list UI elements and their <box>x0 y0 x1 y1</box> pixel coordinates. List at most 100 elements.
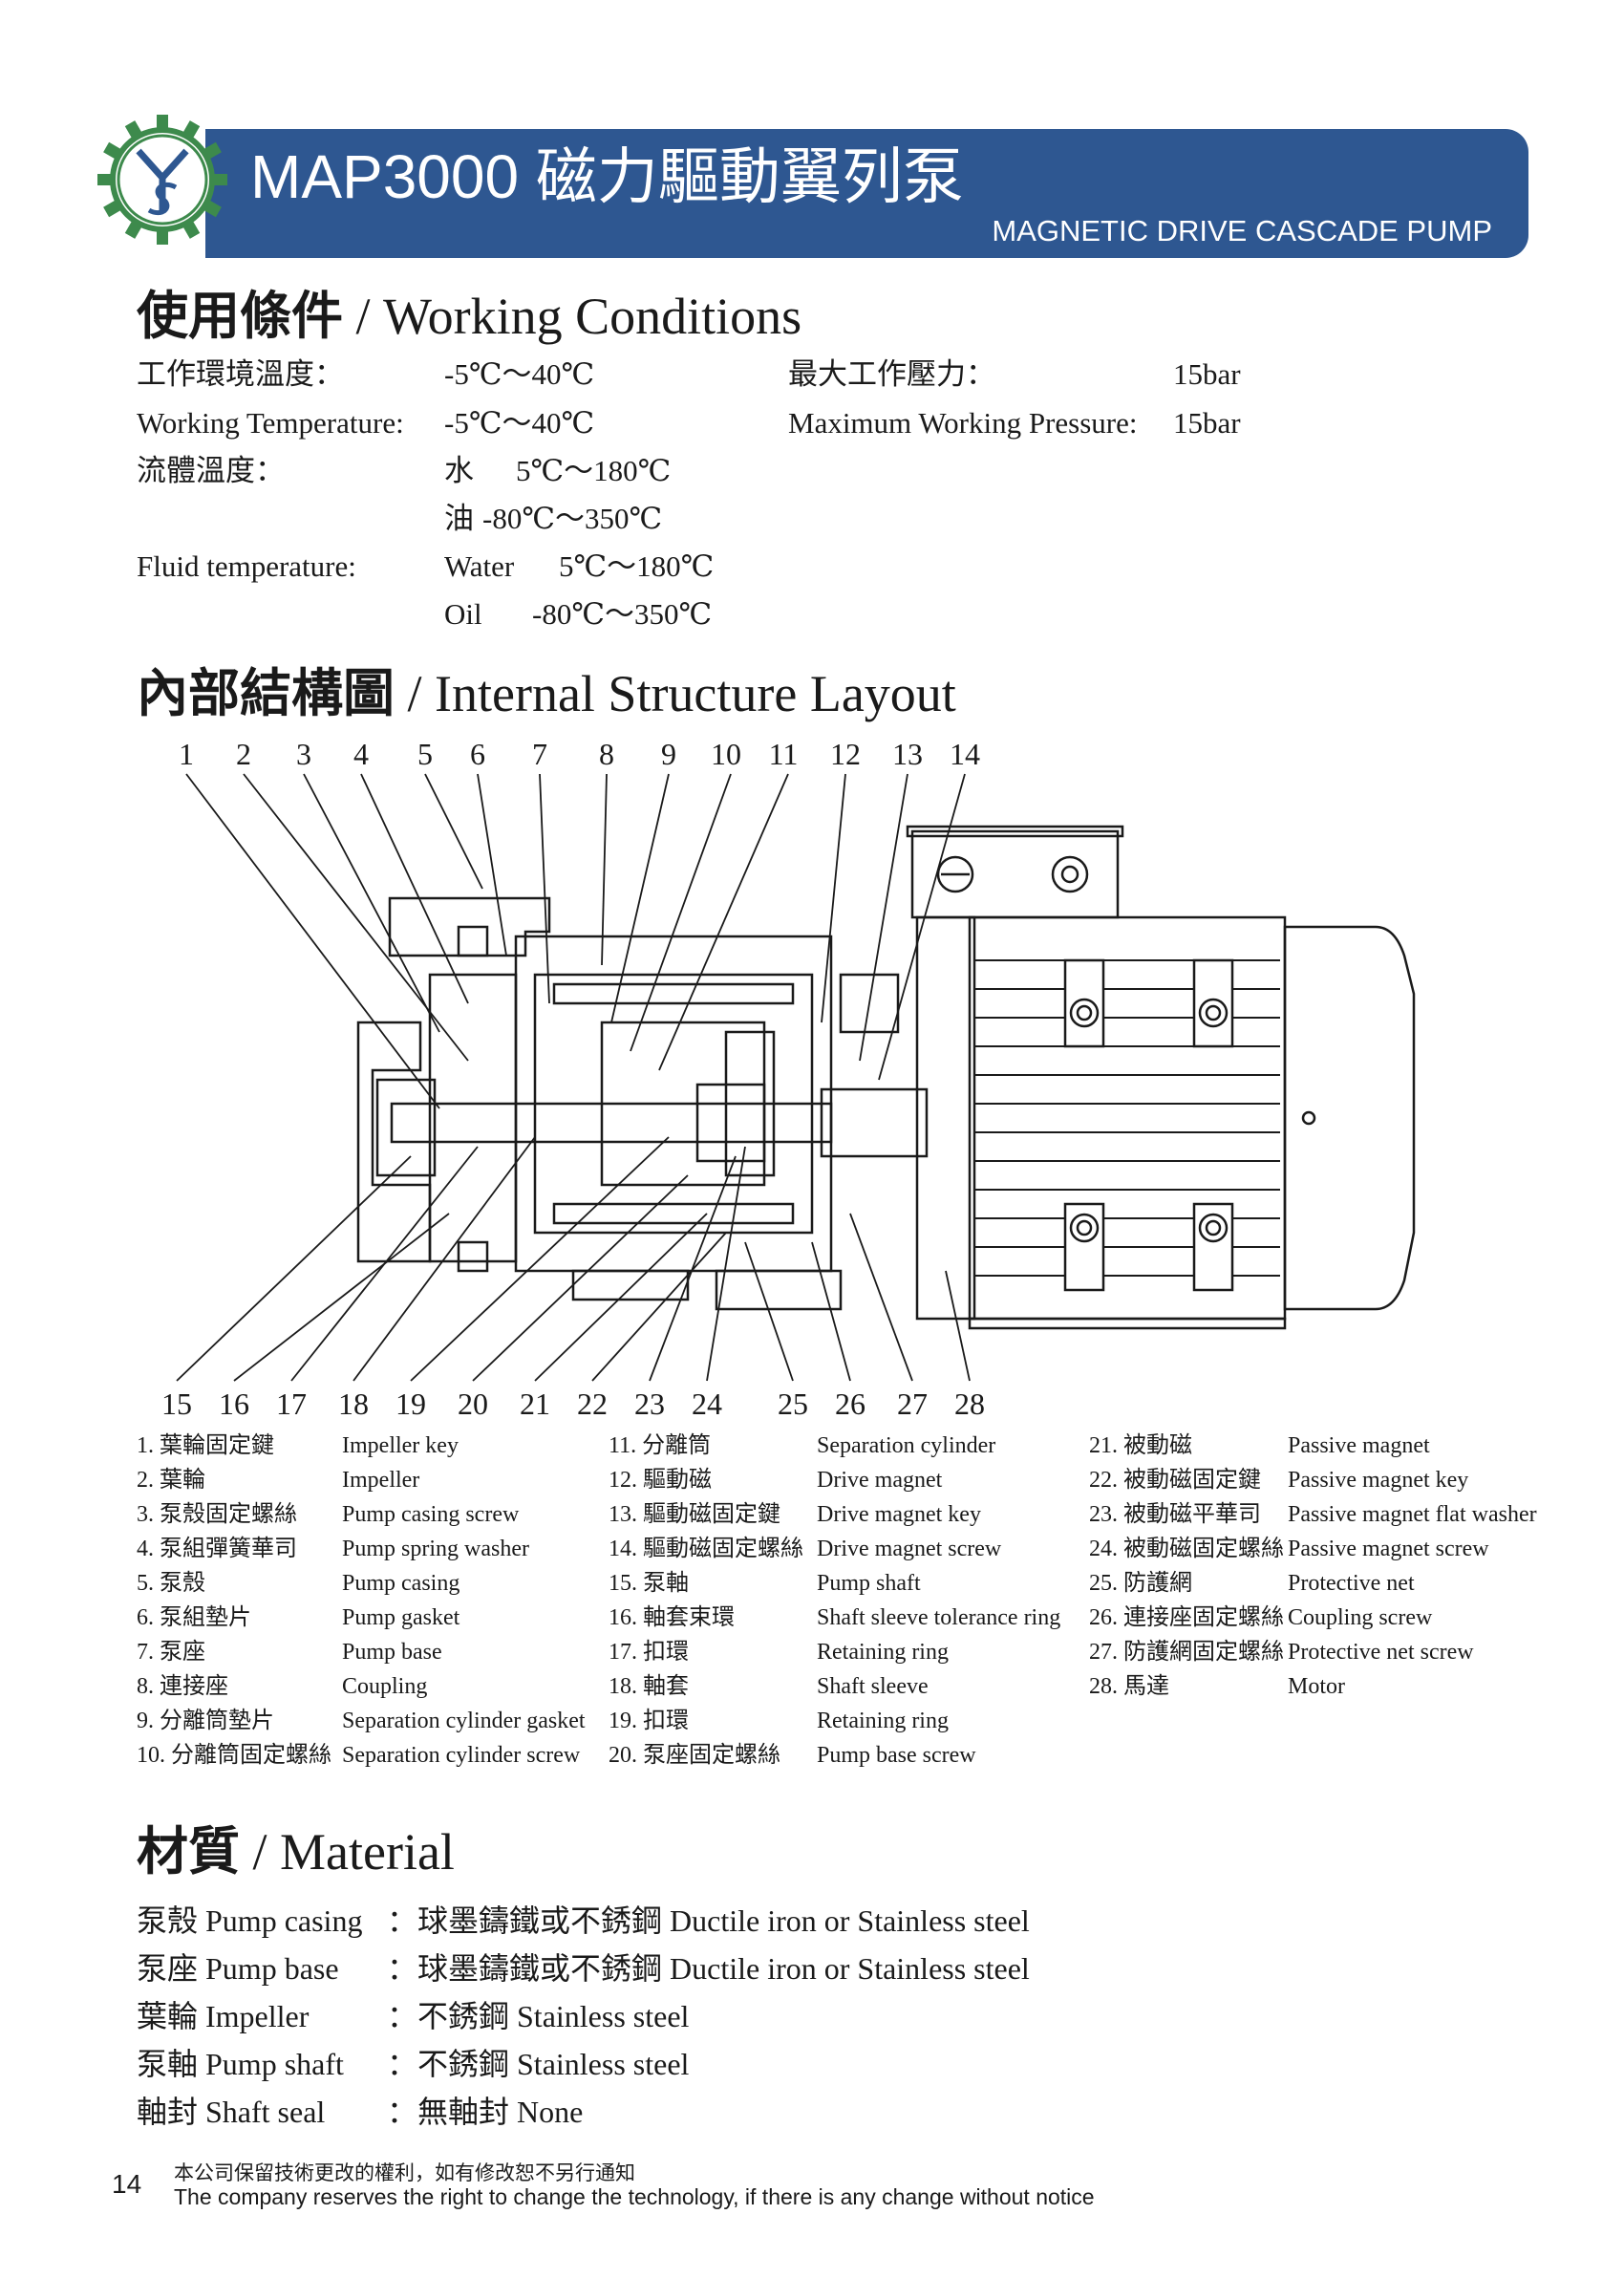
fluid-water-value-zh: 5℃～180℃ <box>516 454 672 487</box>
part-name-en: Pump casing screw <box>342 1502 520 1527</box>
fluid-oil-value-en: -80℃～350℃ <box>532 597 713 631</box>
callout-number: 11 <box>769 737 799 771</box>
parts-list-item: 23. 被動磁平華司 Passive magnet flat washer <box>1089 1497 1548 1532</box>
parts-list-item: 5. 泵殼 Pump casing <box>137 1566 595 1601</box>
part-name-zh: 9. 分離筒墊片 <box>137 1709 274 1733</box>
material-label: 葉輪 Impeller <box>137 1999 310 2033</box>
callout-number: 15 <box>161 1387 192 1421</box>
part-name-en: Protective net <box>1288 1571 1415 1596</box>
material-value: ：球墨鑄鐵或不銹鋼 Ductile iron or Stainless stee… <box>387 1903 1030 1938</box>
title-banner <box>205 129 1528 258</box>
part-name-zh: 5. 泵殼 <box>137 1571 205 1596</box>
part-name-zh: 11. 分離筒 <box>609 1433 712 1458</box>
part-name-zh: 4. 泵組彈簧華司 <box>137 1537 297 1561</box>
part-name-en: Coupling <box>342 1674 428 1699</box>
temp-label-zh: 工作環境溫度： <box>137 357 344 391</box>
callout-number: 5 <box>417 737 433 771</box>
material-label: 軸封 Shaft seal <box>137 2095 326 2129</box>
part-name-zh: 27. 防護網固定螺絲 <box>1089 1640 1284 1665</box>
page-number: 14 <box>112 2169 142 2199</box>
part-name-en: Drive magnet key <box>817 1502 981 1527</box>
part-name-zh: 10. 分離筒固定螺絲 <box>137 1743 331 1768</box>
pump-body-drawing <box>176 773 1416 1382</box>
callout-number: 4 <box>353 737 369 771</box>
material-value: ：不銹鋼 Stainless steel <box>387 2047 690 2081</box>
part-name-zh: 19. 扣環 <box>609 1709 689 1733</box>
callout-number: 23 <box>634 1387 665 1421</box>
gear-logo-icon <box>97 115 227 245</box>
part-name-en: Pump base screw <box>817 1743 976 1768</box>
part-name-en: Pump spring washer <box>342 1537 529 1561</box>
fluid-oil-value-zh: -80℃～350℃ <box>482 502 663 535</box>
parts-list-item: 10. 分離筒固定螺絲 Separation cylinder screw <box>137 1738 595 1773</box>
page-title: MAP3000 磁力驅動翼列泵 <box>250 142 964 211</box>
parts-list-item: 22. 被動磁固定鍵 Passive magnet key <box>1089 1463 1548 1497</box>
parts-list-item: 9. 分離筒墊片 Separation cylinder gasket <box>137 1704 595 1738</box>
part-name-zh: 2. 葉輪 <box>137 1468 205 1493</box>
part-name-en: Pump gasket <box>342 1605 460 1630</box>
part-name-zh: 7. 泵座 <box>137 1640 205 1665</box>
part-name-zh: 24. 被動磁固定螺絲 <box>1089 1537 1284 1561</box>
callout-number: 9 <box>661 737 676 771</box>
material-value: ：無軸封 None <box>387 2095 584 2129</box>
part-name-en: Retaining ring <box>817 1709 949 1733</box>
part-name-en: Separation cylinder gasket <box>342 1709 586 1733</box>
material-value: ：不銹鋼 Stainless steel <box>387 1999 690 2033</box>
fluid-oil-zh: 油 <box>444 502 474 535</box>
callout-number: 25 <box>778 1387 808 1421</box>
callout-number: 19 <box>395 1387 426 1421</box>
part-name-en: Passive magnet key <box>1288 1468 1469 1493</box>
part-name-en: Impeller key <box>342 1433 459 1458</box>
part-name-zh: 22. 被動磁固定鍵 <box>1089 1468 1261 1493</box>
parts-list-item: 4. 泵組彈簧華司 Pump spring washer <box>137 1532 595 1566</box>
parts-list-item: 19. 扣環 Retaining ring <box>609 1704 1086 1738</box>
material-label: 泵軸 Pump shaft <box>137 2047 344 2081</box>
part-name-zh: 16. 軸套束環 <box>609 1605 735 1630</box>
bottom-leader-lines <box>176 1136 971 1382</box>
callout-number: 27 <box>897 1387 928 1421</box>
part-name-en: Pump shaft <box>817 1571 921 1596</box>
structure-heading: 內部結構圖 / Internal Structure Layout <box>137 662 956 723</box>
callout-number: 1 <box>179 737 194 771</box>
fluid-oil-en: Oil <box>444 597 482 631</box>
callout-number: 21 <box>520 1387 550 1421</box>
part-name-zh: 3. 泵殼固定螺絲 <box>137 1502 297 1527</box>
fluid-water-en: Water <box>444 549 515 583</box>
callout-number: 16 <box>219 1387 249 1421</box>
part-name-en: Separation cylinder screw <box>342 1743 581 1768</box>
callout-number: 10 <box>711 737 741 771</box>
callout-number: 3 <box>296 737 311 771</box>
callout-number: 2 <box>236 737 251 771</box>
part-name-en: Protective net screw <box>1288 1640 1474 1665</box>
fluid-water-zh: 水 <box>444 454 474 487</box>
parts-list-item: 3. 泵殼固定螺絲 Pump casing screw <box>137 1497 595 1532</box>
part-name-zh: 23. 被動磁平華司 <box>1089 1502 1261 1527</box>
fluid-water-value-en: 5℃～180℃ <box>559 549 715 583</box>
part-name-en: Shaft sleeve <box>817 1674 929 1699</box>
part-name-en: Passive magnet flat washer <box>1288 1502 1537 1527</box>
parts-list-item: 1. 葉輪固定鍵 Impeller key <box>137 1429 595 1463</box>
part-name-en: Pump casing <box>342 1571 460 1596</box>
material-label: 泵殼 Pump casing <box>137 1903 363 1938</box>
part-name-zh: 28. 馬達 <box>1089 1674 1169 1699</box>
callout-number: 6 <box>470 737 485 771</box>
part-name-zh: 14. 驅動磁固定螺絲 <box>609 1537 803 1561</box>
part-name-en: Shaft sleeve tolerance ring <box>817 1605 1061 1630</box>
part-name-zh: 1. 葉輪固定鍵 <box>137 1433 274 1458</box>
